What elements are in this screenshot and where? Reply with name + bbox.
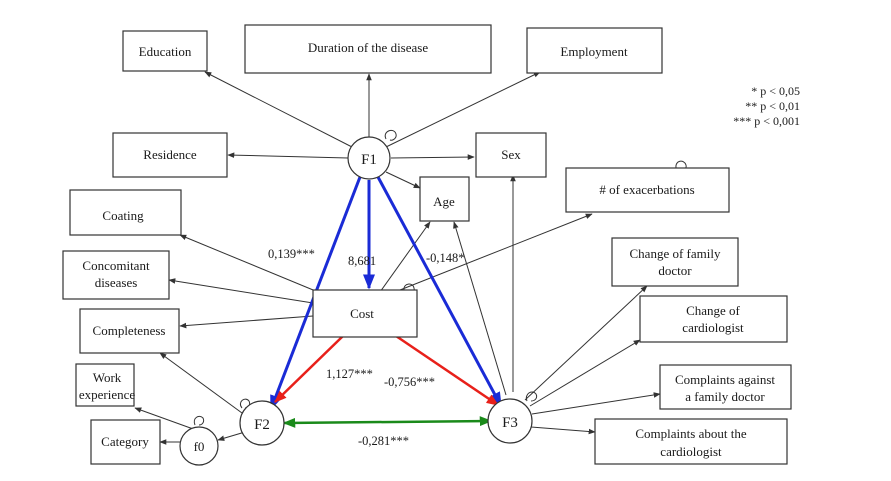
f0-self-loop — [193, 415, 205, 426]
arrow-f1-employment — [385, 71, 541, 148]
education-label: Education — [139, 44, 192, 59]
node-change-cardio: Change of cardiologist — [639, 295, 788, 343]
change-cardio-label-line1: Change of — [686, 303, 740, 318]
node-age: Age — [419, 176, 470, 222]
node-complaints-cardio: Complaints about the cardiologist — [594, 418, 788, 465]
complaints-cardio-label-line2: cardiologist — [660, 444, 722, 459]
node-cost: Cost — [312, 289, 418, 338]
arrow-f2-f0 — [217, 431, 246, 441]
arrow-f1-sex — [390, 154, 475, 160]
coef-cost-f2: 1,127*** — [326, 367, 373, 381]
path-cost-f2 — [274, 335, 344, 403]
coef-f1-f2: 0,139*** — [268, 247, 315, 261]
arrow-f3-complaints-family — [531, 392, 661, 415]
category-label: Category — [101, 434, 149, 449]
complaints-cardio-label-line1: Complaints about the — [635, 426, 746, 441]
node-concomitant: Concomitant diseases — [62, 250, 170, 300]
legend-p01: ** p < 0,01 — [745, 99, 800, 113]
exacerbations-label: # of exacerbations — [599, 182, 694, 197]
node-sex: Sex — [475, 132, 547, 178]
node-f3: F3 — [487, 398, 533, 444]
legend-p05: * p < 0,05 — [751, 84, 800, 98]
f2-label: F2 — [254, 417, 270, 433]
arrow-f3-complaints-cardio — [530, 426, 596, 435]
f1-self-loop — [384, 129, 397, 141]
concomitant-label-line1: Concomitant — [82, 258, 150, 273]
completeness-label: Completeness — [93, 323, 166, 338]
legend-p001: *** p < 0,001 — [733, 114, 800, 128]
node-coating: Coating — [69, 189, 182, 236]
change-cardio-label-line2: cardiologist — [682, 320, 744, 335]
arrow-f0-work — [134, 407, 197, 431]
f1-label: F1 — [361, 152, 377, 168]
sex-label: Sex — [501, 147, 521, 162]
coef-f1-cost: 8,681 — [348, 254, 376, 268]
node-completeness: Completeness — [79, 308, 180, 354]
complaints-family-label-line1: Complaints against — [675, 372, 775, 387]
complaints-family-label-line2: a family doctor — [685, 389, 765, 404]
path-f2-f3 — [282, 416, 493, 428]
path-cost-f3 — [395, 334, 500, 407]
coef-f1-f3: -0,148* — [426, 251, 465, 265]
node-f2: F2 — [239, 400, 285, 446]
coef-cost-f3: -0,756*** — [384, 375, 435, 389]
f3-label: F3 — [502, 415, 518, 431]
black-arrows — [134, 71, 661, 445]
path-f1-f3 — [376, 176, 503, 408]
node-complaints-family: Complaints against a family doctor — [659, 364, 792, 410]
change-family-label-line1: Change of family — [630, 246, 721, 261]
f3-self-loop — [525, 391, 538, 402]
node-duration: Duration of the disease — [244, 24, 492, 74]
node-category: Category — [90, 419, 161, 465]
residence-label: Residence — [143, 147, 197, 162]
arrow-f1-residence — [227, 152, 349, 159]
node-employment: Employment — [526, 27, 663, 74]
node-change-family: Change of family doctor — [611, 237, 739, 287]
work-label-line1: Work — [93, 370, 122, 385]
arrow-cost-age — [379, 221, 431, 293]
node-f1: F1 — [347, 136, 391, 180]
work-label-line2: experience — [79, 387, 136, 402]
arrow-f3-change-cardio — [529, 339, 641, 407]
node-work-experience: Work experience — [75, 363, 136, 407]
duration-label: Duration of the disease — [308, 40, 428, 55]
f0-label: f0 — [194, 439, 205, 454]
arrow-cost-concomitant — [168, 278, 314, 304]
arrow-f3-change-family — [524, 285, 648, 401]
coef-f2-f3: -0,281*** — [358, 434, 409, 448]
change-family-label-line2: doctor — [658, 263, 692, 278]
coating-label: Coating — [102, 208, 144, 223]
concomitant-label-line2: diseases — [95, 275, 138, 290]
node-education: Education — [122, 30, 208, 72]
node-residence: Residence — [112, 132, 228, 178]
cost-label: Cost — [350, 306, 374, 321]
age-label: Age — [433, 194, 455, 209]
node-exacerbations: # of exacerbations — [565, 167, 730, 213]
arrow-cost-coating — [179, 234, 319, 293]
arrow-f3-age — [453, 221, 507, 396]
employment-label: Employment — [560, 44, 628, 59]
arrow-f1-age — [385, 171, 421, 189]
arrow-f2-completeness — [159, 352, 243, 414]
arrow-f1-education — [204, 71, 353, 148]
node-f0: f0 — [179, 426, 219, 466]
arrow-cost-completeness — [179, 315, 314, 329]
significance-legend: * p < 0,05 ** p < 0,01 *** p < 0,001 — [733, 84, 800, 128]
